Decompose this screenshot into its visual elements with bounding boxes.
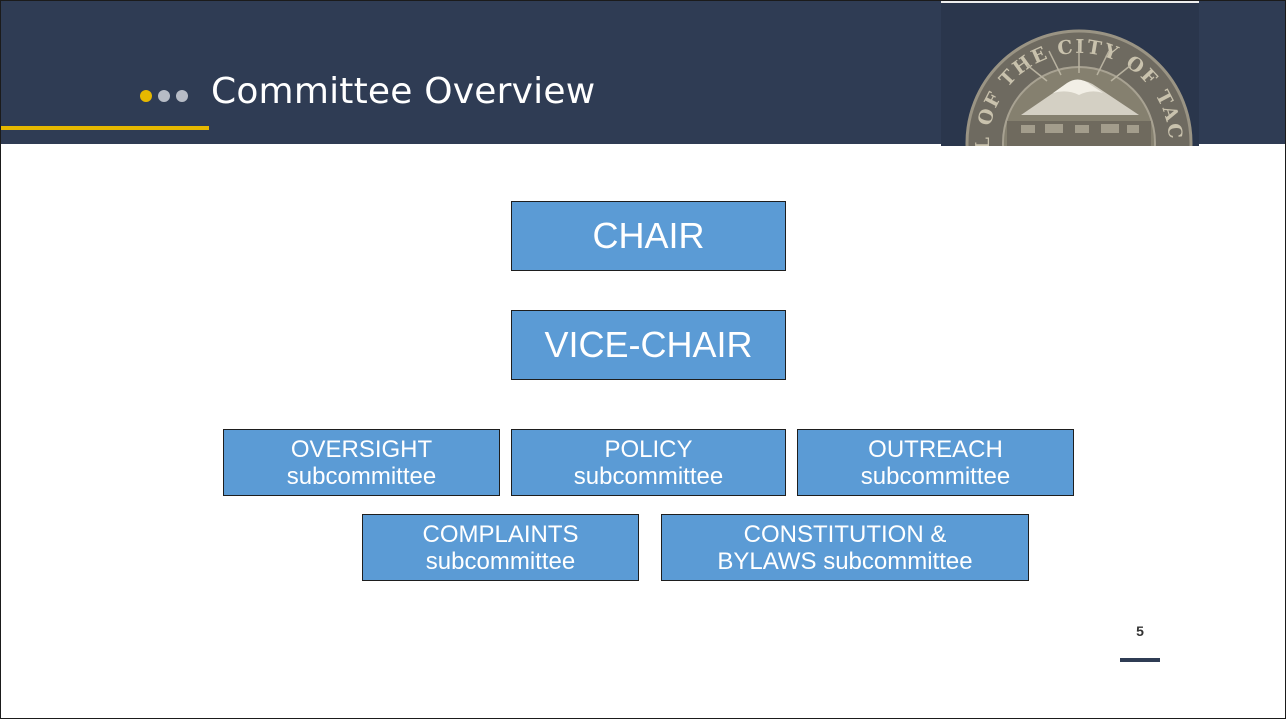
- subcommittee-box-policy: POLICY subcommittee: [511, 429, 786, 496]
- city-seal-icon: SEAL OF THE CITY OF TACOMA: [941, 1, 1199, 146]
- subcommittee-box-outreach: OUTREACH subcommittee: [797, 429, 1074, 496]
- gray-dot-icon: [176, 90, 188, 102]
- title-accent-line: [1, 126, 209, 130]
- subcommittee-type: subcommittee: [860, 462, 1011, 490]
- subcommittee-type: subcommittee: [286, 462, 437, 490]
- subcommittee-type: subcommittee: [425, 547, 576, 575]
- subcommittee-name: OVERSIGHT: [290, 435, 433, 463]
- header-banner: Committee Overview SEAL OF THE CITY OF T…: [1, 1, 1285, 146]
- page-number-underline: [1120, 658, 1160, 662]
- subcommittee-name: CONSTITUTION &: [743, 520, 947, 548]
- page-number: 5: [1136, 623, 1144, 639]
- gold-dot-icon: [140, 90, 152, 102]
- subcommittee-box-oversight: OVERSIGHT subcommittee: [223, 429, 500, 496]
- subcommittee-box-constitution-bylaws: CONSTITUTION & BYLAWS subcommittee: [661, 514, 1029, 581]
- subcommittee-name: POLICY: [604, 435, 693, 463]
- slide-title: Committee Overview: [211, 71, 596, 112]
- subcommittee-name: OUTREACH: [868, 435, 1003, 463]
- subcommittee-name: COMPLAINTS: [422, 520, 579, 548]
- vice-chair-label: VICE-CHAIR: [544, 324, 753, 365]
- subcommittee-type: subcommittee: [573, 462, 724, 490]
- subcommittee-type: BYLAWS subcommittee: [717, 547, 973, 575]
- vice-chair-box: VICE-CHAIR: [511, 310, 786, 380]
- subcommittee-box-complaints: COMPLAINTS subcommittee: [362, 514, 639, 581]
- chair-box: CHAIR: [511, 201, 786, 271]
- gray-dot-icon: [158, 90, 170, 102]
- chair-label: CHAIR: [592, 215, 705, 256]
